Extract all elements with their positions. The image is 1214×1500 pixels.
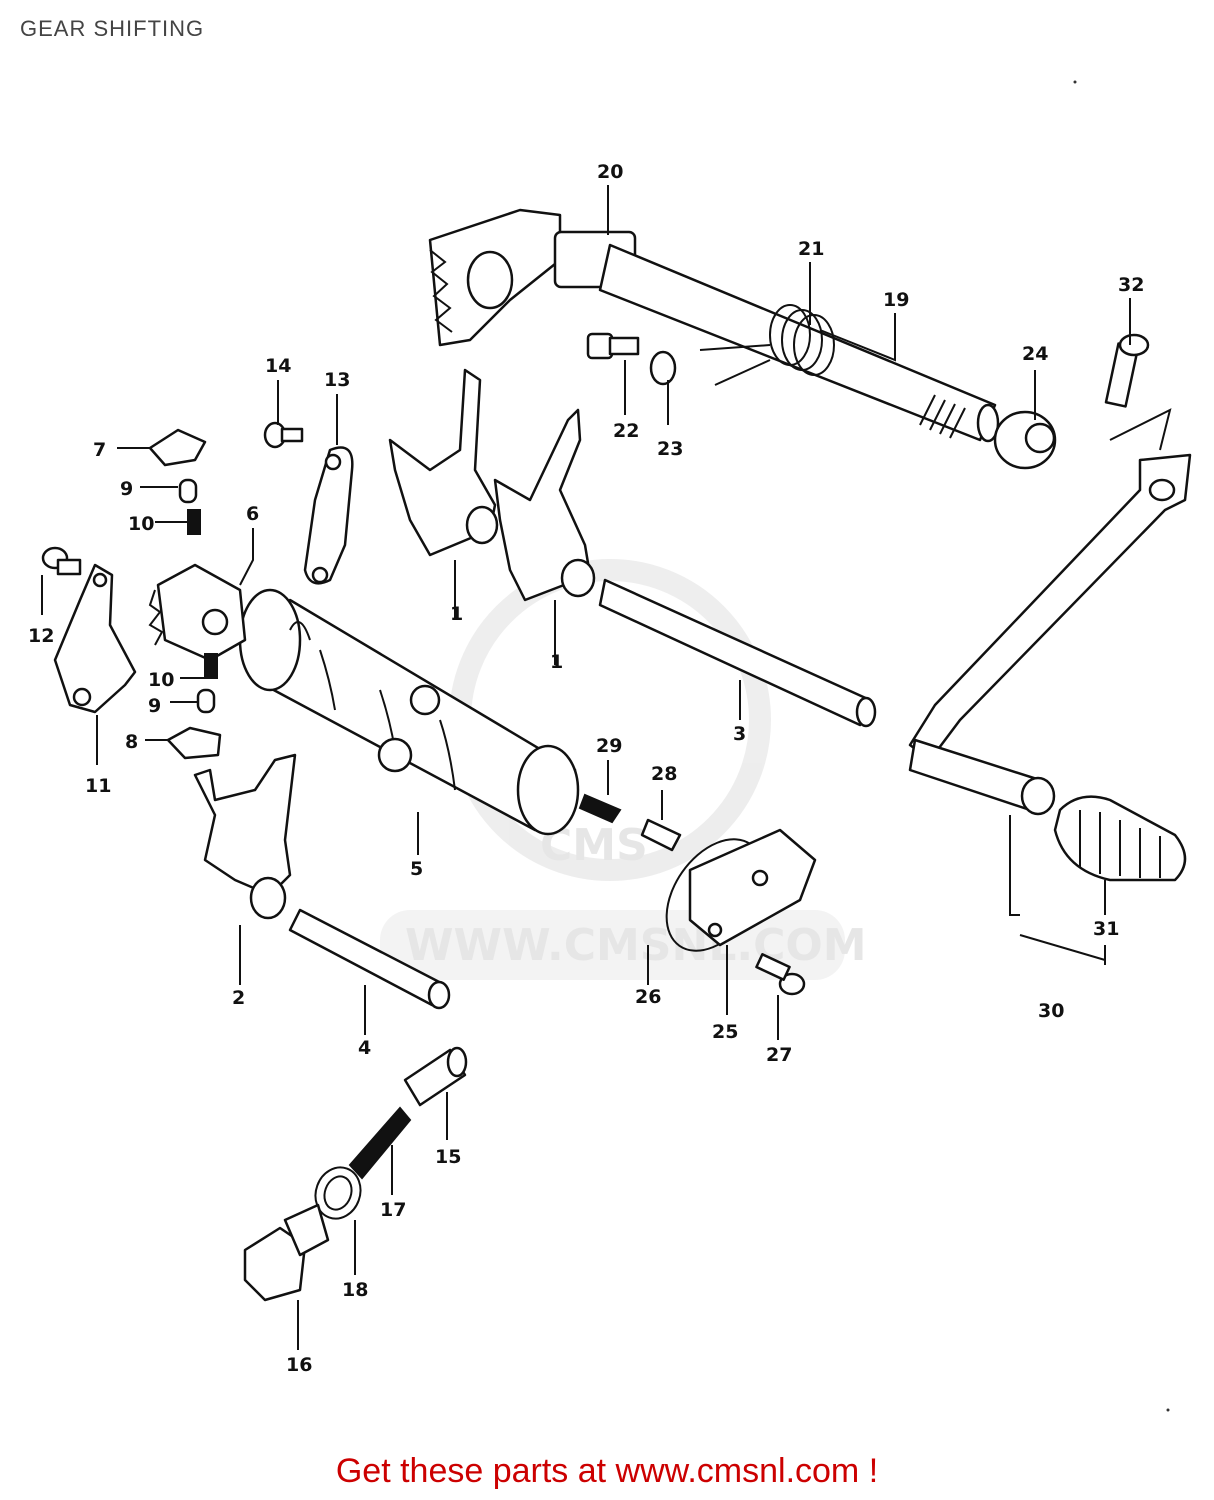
part-2-shift-fork	[193, 753, 297, 920]
callout-24: 24	[1022, 343, 1048, 365]
part-7-key	[148, 428, 207, 467]
stray-mark	[1166, 1408, 1170, 1412]
part-9-pin-lower	[196, 688, 216, 714]
part-27-screw	[755, 953, 806, 996]
part-25-cover	[688, 828, 817, 947]
callout-9-upper: 9	[120, 478, 133, 500]
part-23-washer	[649, 350, 677, 386]
part-16-drain-bolt	[243, 1203, 330, 1302]
part-10-spring-lower	[204, 653, 218, 679]
part-9-pin-upper	[178, 478, 198, 504]
callout-11: 11	[85, 775, 111, 797]
part-4-fork-shaft	[288, 908, 451, 1010]
page-title: GEAR SHIFTING	[20, 16, 205, 41]
callout-31: 31	[1093, 918, 1119, 940]
callout-14: 14	[265, 355, 291, 377]
part-14-screw	[263, 421, 304, 449]
callout-5: 5	[410, 858, 423, 880]
part-19-shift-shaft	[598, 243, 1000, 443]
part-1-shift-fork-a	[388, 368, 499, 557]
callout-23: 23	[657, 438, 683, 460]
part-22-bolt	[586, 332, 640, 360]
callout-30: 30	[1038, 1000, 1064, 1022]
part-15-neutral-pin	[403, 1046, 468, 1107]
callout-10-lower: 10	[148, 669, 174, 691]
watermark-text: WWW.CMSNL.COM	[405, 920, 867, 971]
part-24-oil-seal	[993, 410, 1057, 470]
callout-22: 22	[613, 420, 639, 442]
callout-10-upper: 10	[128, 513, 154, 535]
stray-mark	[1073, 80, 1077, 84]
callout-8: 8	[125, 731, 138, 753]
part-8-pawl	[166, 726, 222, 760]
callout-27: 27	[766, 1044, 792, 1066]
callout-4: 4	[358, 1037, 371, 1059]
callout-12: 12	[28, 625, 54, 647]
callout-26: 26	[635, 986, 661, 1008]
callout-2: 2	[232, 987, 245, 1009]
callout-1-b: 1	[550, 651, 563, 673]
part-6-cam-driven-gear	[148, 563, 247, 662]
callout-9-lower: 9	[148, 695, 161, 717]
part-20-shift-arm	[428, 208, 637, 347]
part-1-shift-fork-b	[493, 408, 596, 602]
callout-13: 13	[324, 369, 350, 391]
callout-7: 7	[93, 439, 106, 461]
part-17-spring	[348, 1106, 412, 1180]
callout-17: 17	[380, 1199, 406, 1221]
part-5-gearshift-cam	[238, 588, 580, 836]
part-28-pin	[640, 818, 682, 852]
part-3-fork-shaft	[598, 578, 877, 728]
leader-lines	[41, 185, 1131, 1350]
callout-15: 15	[435, 1146, 461, 1168]
callout-6: 6	[246, 503, 259, 525]
callout-3: 3	[733, 723, 746, 745]
callout-18: 18	[342, 1279, 368, 1301]
callout-20: 20	[597, 161, 623, 183]
part-32-bolt	[1104, 333, 1150, 408]
part-10-spring-upper	[187, 509, 201, 535]
part-11-cam-guide	[53, 563, 137, 714]
part-13-cam-stopper-plate	[303, 446, 354, 585]
callout-19: 19	[883, 289, 909, 311]
part-12-screw	[41, 546, 82, 576]
callout-28: 28	[651, 763, 677, 785]
callout-16: 16	[286, 1354, 312, 1376]
part-29-spring	[578, 793, 622, 824]
callout-25: 25	[712, 1021, 738, 1043]
callout-21: 21	[798, 238, 824, 260]
part-30-gearshift-lever	[908, 408, 1192, 816]
part-18-washer	[314, 1166, 362, 1220]
part-31-footpeg-rubber	[1053, 795, 1187, 882]
callout-1-a: 1	[450, 603, 463, 625]
part-21-return-spring	[699, 304, 835, 386]
callouts: 20 21 19 32 24 22 23 14 13 7 9 10 6 12 1…	[28, 161, 1144, 1376]
cmsnl-parts-link[interactable]: Get these parts at www.cmsnl.com !	[335, 1452, 879, 1490]
callout-29: 29	[596, 735, 622, 757]
callout-32: 32	[1118, 274, 1144, 296]
